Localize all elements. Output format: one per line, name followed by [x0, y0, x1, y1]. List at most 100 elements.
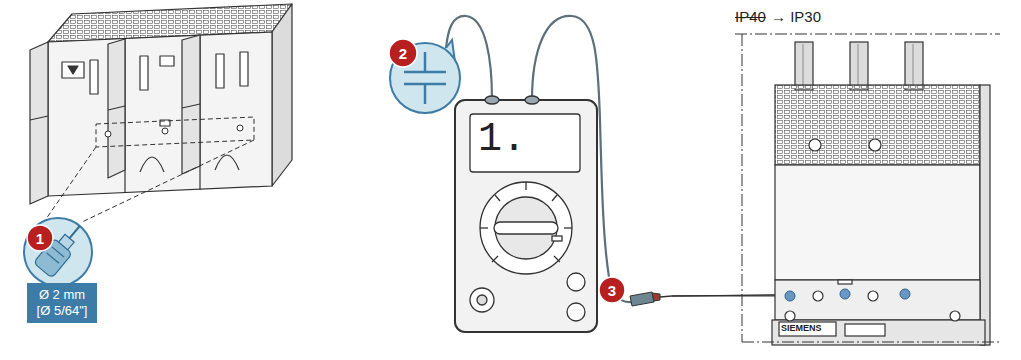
module-housing [272, 4, 292, 186]
test-probe [652, 293, 660, 301]
multimeter [564, 227, 572, 228]
capacitance-bubble [404, 71, 446, 74]
module-housing [182, 104, 200, 108]
module-housing [30, 42, 48, 204]
callout-number: 3 [598, 276, 626, 304]
callout-number: 2 [399, 45, 407, 62]
module-housing [90, 60, 98, 94]
drill-bubble [52, 247, 64, 257]
callout-circle [599, 277, 625, 303]
multimeter [480, 182, 572, 274]
multimeter [495, 197, 557, 259]
multimeter [552, 236, 562, 241]
leader-line [96, 117, 254, 147]
multimeter [525, 182, 526, 190]
drill-bubble [24, 218, 92, 286]
multimeter [477, 295, 487, 305]
device-housing [775, 280, 980, 320]
device-housing [857, 44, 858, 88]
capacitance-bubble [424, 52, 427, 72]
measuring-point [900, 289, 910, 299]
callout-number: 2 [388, 38, 418, 68]
capacitance-bubble [424, 84, 427, 104]
module-housing [108, 106, 125, 110]
dimension-text: Ø 2 mm [Ø 5/64"] [34, 287, 90, 319]
multimeter [480, 227, 488, 228]
module-housing [240, 52, 248, 86]
device-housing [813, 291, 823, 301]
callout-number: 1 [36, 230, 44, 247]
device-housing [950, 311, 960, 321]
drill-bubble [47, 253, 59, 263]
multimeter [492, 256, 498, 262]
measuring-point [785, 289, 910, 301]
module-housing [108, 39, 125, 178]
multimeter [470, 288, 494, 312]
device-housing [838, 280, 852, 284]
module-housing [182, 35, 200, 174]
frame [742, 34, 743, 342]
module-housing [215, 155, 239, 170]
device-housing [779, 322, 836, 336]
module-housing [140, 56, 148, 90]
multimeter [567, 273, 585, 291]
capacitance-bubble [390, 40, 460, 113]
callout-number: 3 [608, 282, 616, 299]
module-housing [68, 66, 78, 74]
module-housing [160, 56, 174, 66]
drill-hole [237, 125, 243, 131]
callout-circle [389, 39, 417, 67]
drill-hole [162, 128, 168, 134]
frame [742, 342, 1000, 343]
frame [735, 34, 1000, 342]
device-housing [772, 42, 990, 345]
test-probe [630, 292, 654, 306]
leader-line [82, 140, 254, 222]
multimeter [455, 100, 597, 332]
multimeter [495, 195, 500, 201]
frame [735, 34, 1000, 35]
dimension-box: Ø 2 mm [Ø 5/64"] [27, 283, 97, 323]
multimeter [470, 114, 580, 172]
drill-hole [105, 131, 111, 137]
measuring-point [840, 289, 850, 299]
drill-hole [105, 125, 243, 137]
multimeter [485, 96, 499, 104]
device-housing [785, 311, 795, 321]
measuring-point [785, 291, 795, 301]
module-housing [48, 32, 272, 196]
module-housing [216, 54, 224, 88]
device-housing [980, 85, 990, 345]
capacitance-bubble [390, 43, 460, 113]
device-housing [912, 44, 913, 88]
device-housing [772, 320, 985, 345]
brand-label: SIEMENS [781, 323, 822, 333]
drill-bubble [70, 226, 80, 238]
multimeter [525, 96, 539, 104]
device-housing [775, 165, 980, 280]
device-housing [802, 44, 803, 88]
device-housing [850, 42, 868, 90]
test-probe [660, 296, 672, 297]
multimeter [494, 222, 558, 234]
protection-class: IP40 [735, 8, 766, 25]
multimeter [455, 96, 597, 332]
device-housing [868, 291, 878, 301]
drill-bubble [24, 218, 92, 286]
leader-line [46, 147, 96, 219]
multimeter [552, 195, 557, 201]
device-housing [869, 139, 881, 151]
device-housing [775, 85, 980, 165]
protection-class: → IP30 [771, 8, 821, 25]
display-reading: 1. [478, 117, 526, 162]
device-housing [845, 324, 885, 336]
device-housing [809, 139, 821, 151]
module-housing [140, 157, 164, 172]
module-housing [30, 116, 48, 120]
callout-number: 1 [26, 224, 54, 252]
leader-line [46, 117, 254, 222]
multimeter [554, 256, 560, 262]
module-housing [62, 62, 84, 78]
device-housing [795, 42, 813, 90]
